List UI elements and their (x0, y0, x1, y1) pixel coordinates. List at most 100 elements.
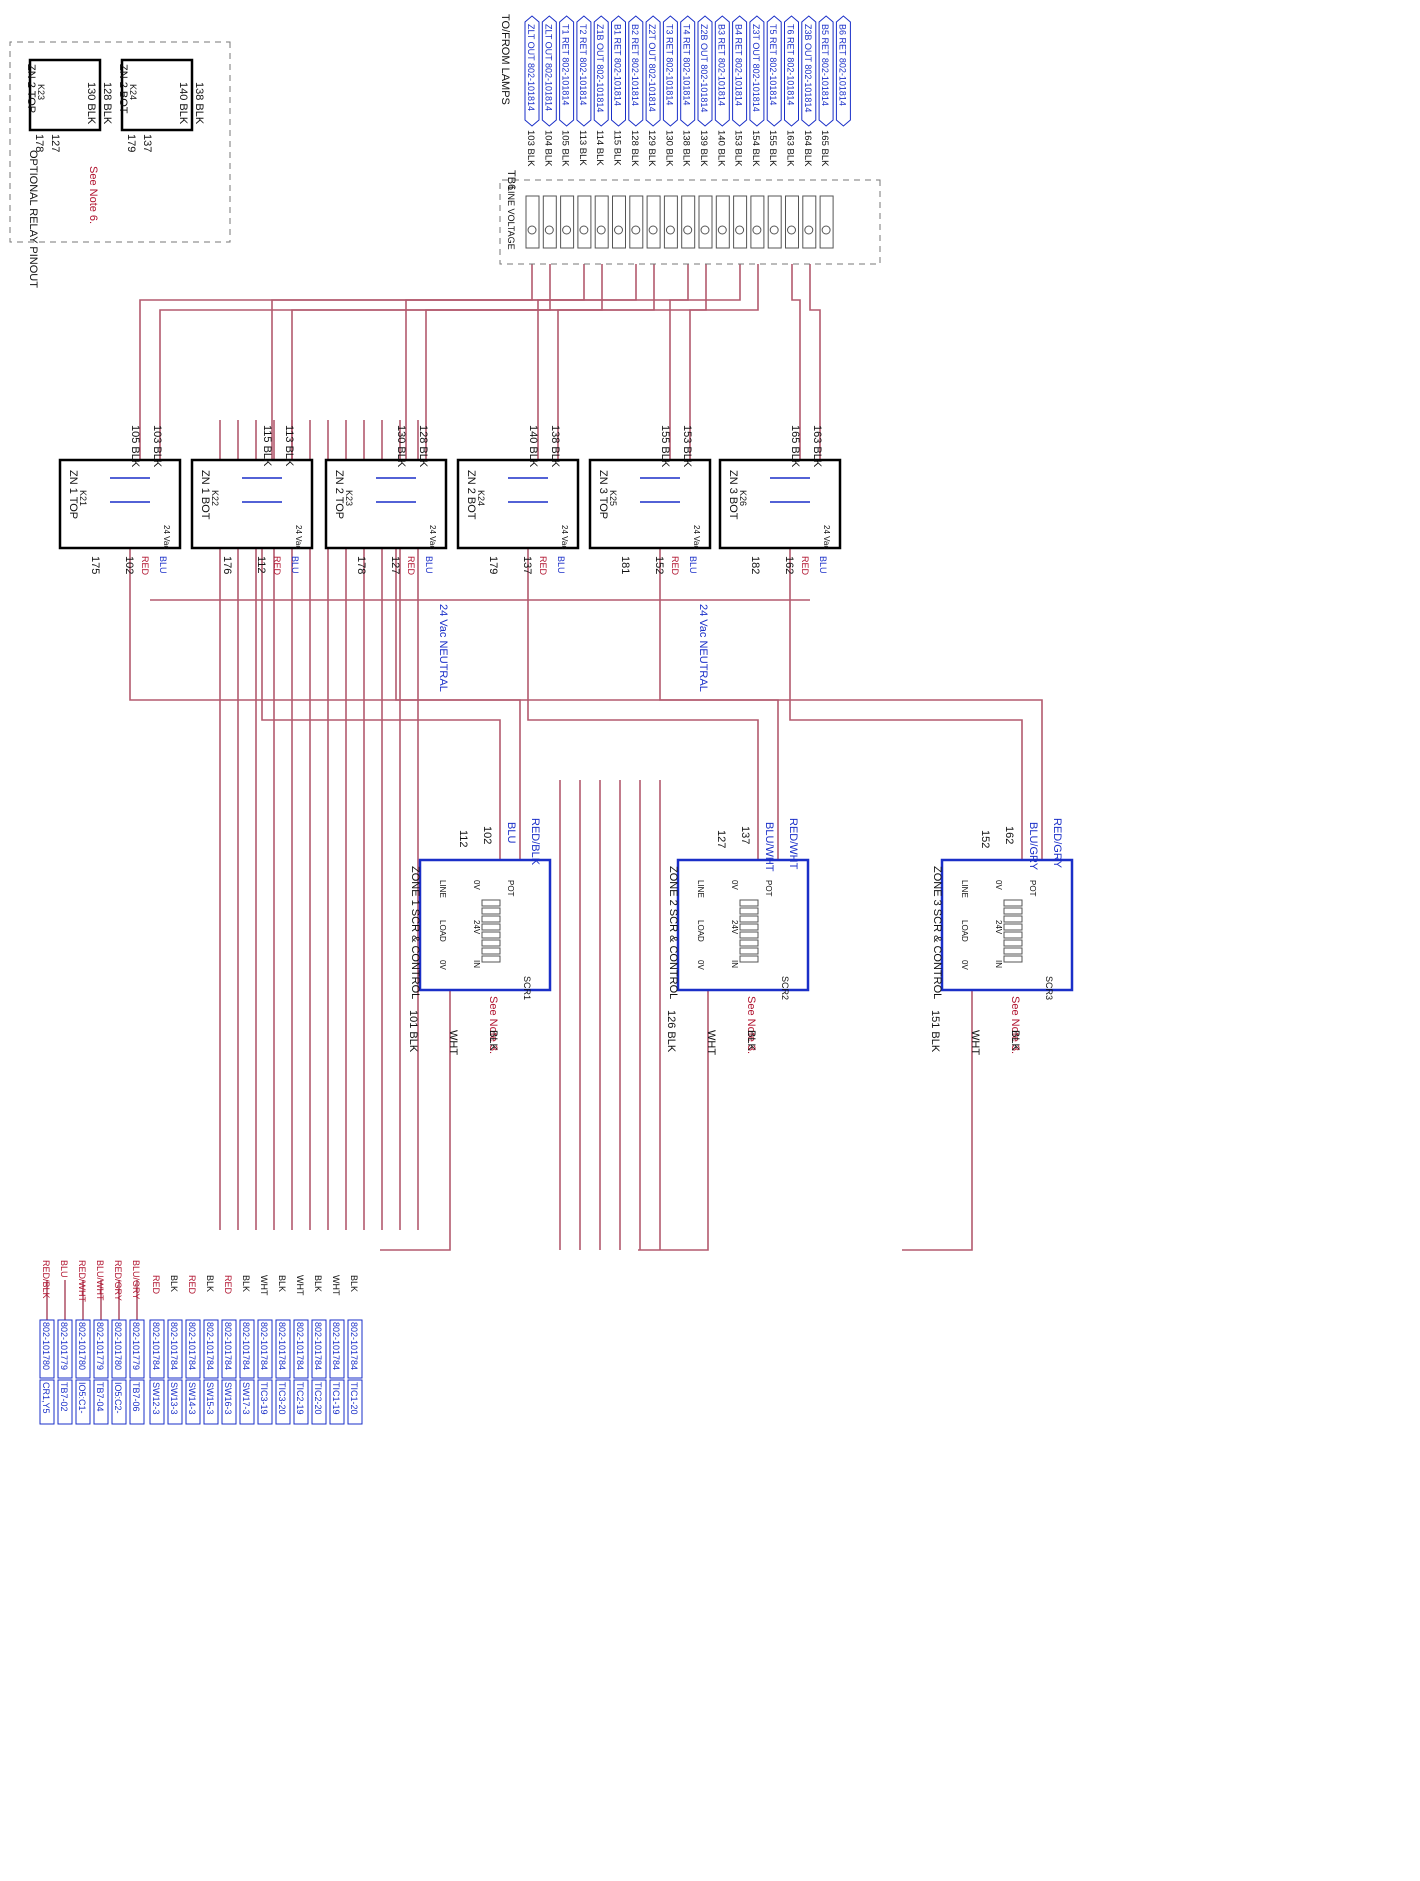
safety-panel-pn-label: 802-101779 (95, 1322, 105, 1370)
terminal-screw (631, 225, 641, 235)
terminal-screw (821, 225, 831, 235)
lamp-terminal-arrow (611, 15, 626, 127)
optional-relay-wire-a: 130 BLK (85, 82, 97, 125)
scr-pin-label: 0V (994, 880, 1003, 890)
scr-top-wire: RED/GRY (1051, 818, 1063, 869)
scr-pin-label: LINE (438, 880, 447, 898)
scr-pin-label: 0V (696, 960, 705, 970)
relay-ref: K23 (344, 490, 354, 506)
console-term-label: TIC3-20 (277, 1382, 287, 1415)
scr-pin-label: LINE (696, 880, 705, 898)
console-terminal (275, 1379, 291, 1425)
relay-coil-label: 24 Vac (162, 525, 171, 549)
console-wire-label: RED (151, 1275, 161, 1295)
optional-relay-inset (9, 41, 231, 243)
terminal-screw (596, 225, 606, 235)
lamp-terminal-label: B5 RET 802-101814 (820, 24, 830, 106)
relay-contacts (770, 477, 810, 503)
safety-panel-pn-label: 802-101780 (77, 1322, 87, 1370)
tb6-terminal (594, 195, 609, 249)
to-from-lamps-label: TO/FROM LAMPS (499, 14, 511, 105)
relay-ref: K26 (738, 490, 748, 506)
wire (527, 548, 759, 860)
lamp-terminal-label: Z3T OUT 802-101814 (751, 24, 761, 112)
tb6-wire-label: 139 BLK (698, 130, 709, 167)
wire-routing (46, 264, 1043, 1320)
safety-panel-terminal (57, 1379, 73, 1425)
console-pn (221, 1319, 237, 1379)
dip-switch (739, 955, 759, 963)
scr-pin-label: IN (472, 960, 481, 968)
dip-switch (1003, 955, 1023, 963)
relay-wire-b: 138 BLK (549, 425, 561, 468)
dip-switch (481, 939, 501, 947)
scr-pin-label: POT (1028, 880, 1037, 897)
safety-panel-terminal (39, 1379, 55, 1425)
relay-wire-p2: 102 (123, 556, 135, 574)
relay-name: ZN 3 BOT (727, 470, 739, 520)
relay-red-label: RED (670, 556, 680, 576)
dip-switch (739, 947, 759, 955)
scr-wht-wire: WHT (447, 1030, 459, 1055)
relay-blu-label: BLU (688, 556, 698, 574)
console-pn-label: 802-101784 (349, 1322, 359, 1370)
relay-name: ZN 1 TOP (67, 470, 79, 519)
lamp-terminal-arrow (645, 15, 661, 127)
relay-red-label: RED (538, 556, 548, 576)
lamp-terminal-arrow (784, 15, 799, 127)
relay-name: ZN 2 BOT (465, 470, 477, 520)
relay-wire-a: 155 BLK (659, 425, 671, 468)
relay-wire-b: 153 BLK (681, 425, 693, 468)
relay-blu-label: BLU (290, 556, 300, 574)
relay-wire-b: 103 BLK (151, 425, 163, 468)
scr-title: ZONE 2 SCR & CONTROL (667, 866, 679, 999)
safety-panel-pn (57, 1319, 73, 1379)
lamp-terminal-label: ZLT OUT 802-101814 (543, 24, 553, 111)
safety-panel-wire-label: RED/GRY (113, 1260, 123, 1301)
scr-pin-label: 24V (472, 920, 481, 935)
scr-pin-label: 0V (472, 880, 481, 890)
s-ref: SCR1 (522, 976, 532, 1000)
console-terminal (149, 1379, 165, 1425)
tb6-terminal (612, 195, 626, 249)
tb6-wire-label: 138 BLK (681, 130, 692, 167)
optional-relay-wire-p1: 179 (125, 134, 137, 152)
lamp-terminal-arrow (662, 15, 678, 127)
relay-box (190, 458, 314, 550)
console-term-label: SW12-3 (151, 1382, 161, 1415)
console-pn-label: 802-101784 (241, 1322, 251, 1370)
console-pn (329, 1319, 345, 1379)
scr-line-wire: 151 BLK (929, 1010, 941, 1053)
dip-switch (481, 915, 501, 923)
tb6-wire-label: 115 BLK (612, 130, 623, 166)
wire (902, 990, 973, 1251)
relay-wire-p1: 176 (221, 556, 233, 574)
console-pn (203, 1319, 219, 1379)
relay-name: ZN 3 TOP (597, 470, 609, 519)
scr-title: ZONE 3 SCR & CONTROL (931, 866, 943, 999)
s-ref: SCR2 (780, 976, 790, 1000)
tb6-wire-label: 164 BLK (802, 130, 813, 167)
scr-top-wire: 127 (715, 830, 727, 848)
wire (395, 548, 779, 860)
console-term-label: TIC1-20 (349, 1382, 359, 1415)
tb6-wire-label: 155 BLK (767, 130, 778, 167)
console-term-label: TIC2-20 (313, 1382, 323, 1415)
scr-top-wire: BLU/GRY (1027, 822, 1039, 871)
lamp-terminal-arrow (818, 15, 834, 127)
neutral-bus-label: 24 Vac NEUTRAL (437, 604, 449, 692)
console-terminal (203, 1379, 219, 1425)
console-pn-label: 802-101784 (313, 1322, 323, 1370)
wire (261, 548, 501, 860)
tb6-wire-label: 129 BLK (646, 130, 657, 167)
scr-pin-label: IN (994, 960, 1003, 968)
console-pn-label: 802-101784 (187, 1322, 197, 1370)
terminal-screw (804, 225, 814, 235)
relay-wire-p2: 127 (389, 556, 401, 574)
terminal-screw (665, 225, 675, 235)
optional-relay-note: See Note 6. (87, 166, 99, 224)
tb6-terminal (715, 195, 730, 249)
relay-ref: K22 (210, 490, 220, 506)
lamp-terminal-label: T4 RET 802-101814 (682, 24, 692, 105)
tb6-terminal (733, 195, 748, 249)
